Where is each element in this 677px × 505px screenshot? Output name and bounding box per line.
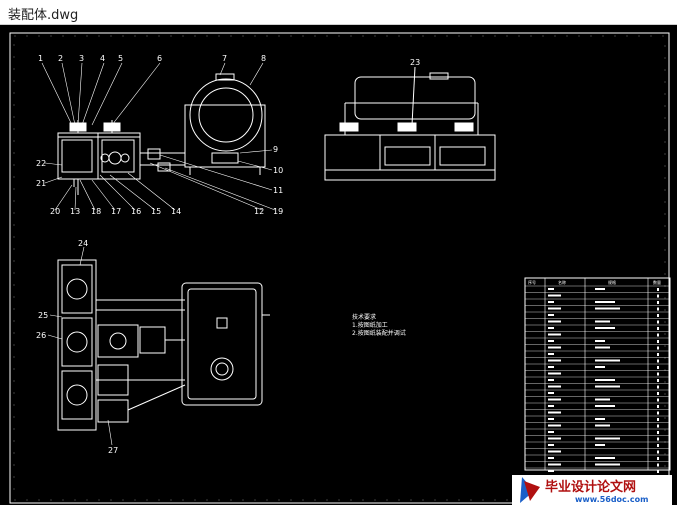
callout-18: 18 — [91, 207, 101, 216]
callout-14: 14 — [171, 207, 181, 216]
callout-11: 11 — [273, 186, 283, 195]
callout-12: 12 — [254, 207, 264, 216]
bom-header-no: 序号 — [528, 279, 536, 285]
callout-3: 3 — [79, 54, 84, 63]
callout-6: 6 — [157, 54, 162, 63]
notes-line-2: 2.按图纸装配并调试 — [352, 329, 406, 337]
drawing-canvas[interactable]: 1 2 3 4 5 6 7 8 9 10 11 12 13 14 15 16 1… — [0, 25, 677, 505]
watermark-url: www.56doc.com — [575, 495, 648, 504]
callout-19: 19 — [273, 207, 283, 216]
watermark: 毕业设计论文网 www.56doc.com — [512, 475, 672, 505]
watermark-logo-text: 毕业设计论文网 — [545, 479, 636, 495]
leader-lines — [41, 62, 276, 211]
callout-2: 2 — [58, 54, 63, 63]
callout-8: 8 — [261, 54, 266, 63]
technical-notes: 技术要求 1.按图纸加工 2.按图纸装配并调试 — [352, 313, 406, 337]
callout-4: 4 — [100, 54, 105, 63]
window-titlebar: 装配体.dwg — [0, 0, 677, 25]
top-view — [57, 259, 270, 431]
top-view-leaders — [47, 246, 113, 446]
callout-16: 16 — [131, 207, 141, 216]
callout-26: 26 — [36, 331, 46, 340]
bom-header-name: 名称 — [558, 279, 566, 285]
callout-21: 21 — [36, 179, 46, 188]
bom-header-spec: 规格 — [608, 279, 616, 285]
callout-labels: 1 2 3 4 5 6 7 8 9 10 11 12 13 14 15 16 1… — [36, 54, 420, 455]
callout-5: 5 — [118, 54, 123, 63]
callout-24: 24 — [78, 239, 88, 248]
callout-27: 27 — [108, 446, 118, 455]
side-view — [324, 66, 496, 181]
callout-20: 20 — [50, 207, 60, 216]
window-title: 装配体.dwg — [8, 8, 79, 23]
callout-15: 15 — [151, 207, 161, 216]
front-view — [57, 73, 266, 195]
callout-23: 23 — [410, 58, 420, 67]
notes-heading: 技术要求 — [352, 313, 376, 321]
callout-1: 1 — [38, 54, 43, 63]
bom-header-qty: 数量 — [653, 279, 661, 285]
cad-drawing: 1 2 3 4 5 6 7 8 9 10 11 12 13 14 15 16 1… — [9, 32, 672, 505]
callout-7: 7 — [222, 54, 227, 63]
callout-25: 25 — [38, 311, 48, 320]
callout-17: 17 — [111, 207, 121, 216]
callout-10: 10 — [273, 166, 283, 175]
bom-table: 序号 名称 规格 数量 — [524, 277, 671, 473]
callout-13: 13 — [70, 207, 80, 216]
callout-9: 9 — [273, 145, 278, 154]
callout-22: 22 — [36, 159, 46, 168]
notes-line-1: 1.按图纸加工 — [352, 321, 388, 329]
watermark-logo-icon — [520, 477, 540, 503]
